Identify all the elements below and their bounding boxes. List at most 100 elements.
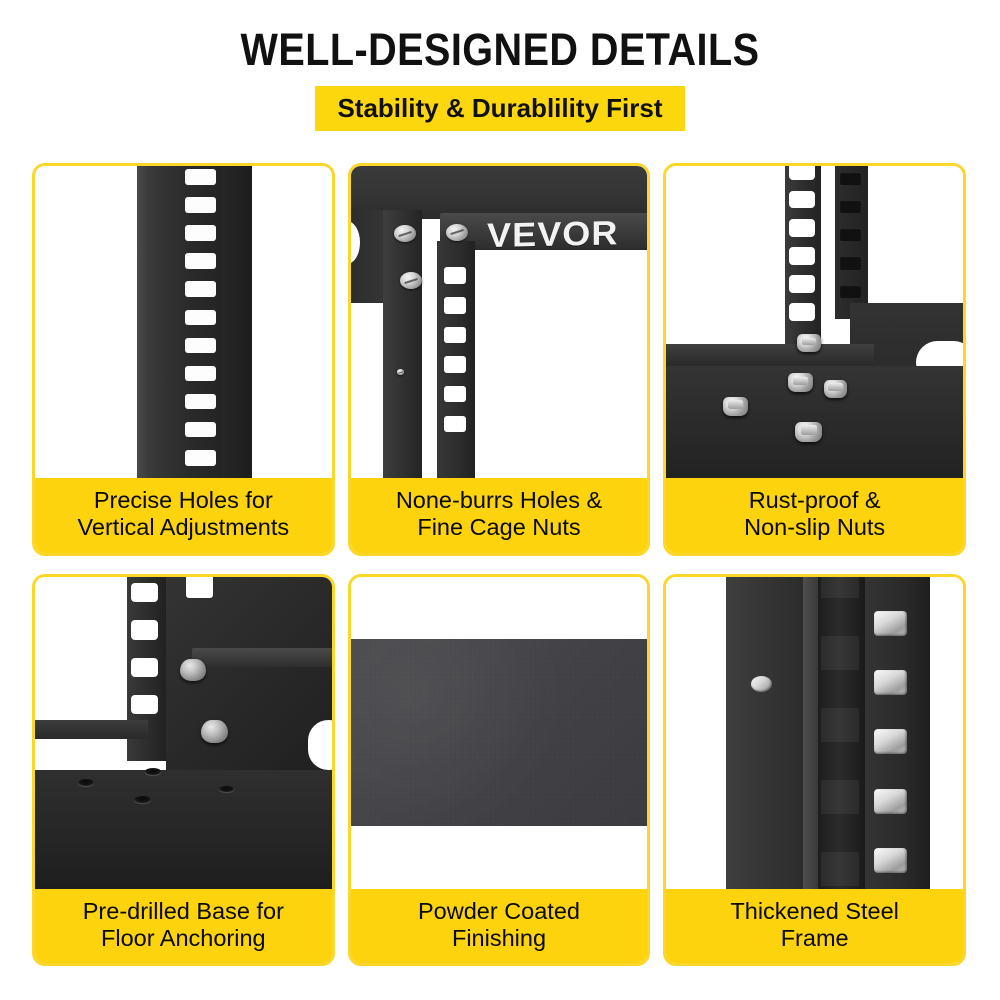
feature-card-precise-holes: Precise Holes for Vertical Adjustments: [32, 163, 335, 556]
left-rack-post: [383, 209, 422, 478]
wing-cutout: [350, 220, 360, 265]
square-hole-icon: [131, 695, 159, 715]
square-hole-icon: [184, 225, 216, 241]
caption-none-burrs-holes: None-burrs Holes & Fine Cage Nuts: [350, 478, 648, 553]
square-hole-icon: [184, 309, 216, 326]
powder-coat-swatch: [350, 638, 648, 827]
texture-grain: [350, 638, 648, 827]
caption-line: Vertical Adjustments: [77, 514, 290, 541]
subtitle-banner: Stability & Durablility First: [315, 86, 685, 132]
screw-icon: [445, 223, 468, 241]
chrome-nut-icon: [795, 421, 823, 442]
photo-pre-drilled-base: [35, 576, 332, 889]
photo-powder-coated: [350, 576, 648, 889]
square-hole-icon: [184, 281, 216, 298]
caption-line: Thickened Steel: [730, 897, 899, 924]
caption-rust-proof-nuts: Rust-proof & Non-slip Nuts: [666, 478, 963, 553]
chrome-nut-icon: [823, 379, 848, 398]
post-inner-channel: [817, 576, 866, 889]
square-hole-icon: [131, 657, 159, 677]
square-hole-icon: [184, 449, 216, 466]
caption-line: Precise Holes for: [93, 487, 273, 513]
square-hole-icon: [789, 219, 815, 237]
square-hole-icon: [444, 267, 467, 284]
square-hole-icon: [444, 415, 467, 433]
round-hole-icon: [750, 676, 772, 692]
caption-line: Finishing: [451, 924, 547, 951]
square-hole-icon: [789, 303, 815, 321]
rivet-icon: [396, 368, 405, 375]
square-hole-icon: [184, 253, 216, 269]
square-hole-icon: [184, 169, 216, 185]
dark-slot-icon: [839, 228, 861, 242]
anchor-hole-icon: [218, 785, 234, 792]
subtitle-container: Stability & Durablility First: [0, 86, 1000, 132]
panel-cutout: [307, 720, 332, 770]
dark-slot-icon: [839, 172, 861, 186]
square-slot-icon: [873, 729, 907, 755]
base-floor-lip: [35, 720, 148, 739]
anchor-hole-icon: [78, 779, 95, 787]
caption-line: None-burrs Holes &: [395, 487, 603, 513]
square-hole-icon: [444, 356, 467, 373]
square-slot-icon: [873, 847, 907, 873]
photo-precise-holes: [35, 166, 332, 478]
caption-line: Fine Cage Nuts: [417, 514, 581, 541]
square-hole-icon: [184, 197, 216, 213]
post-bend-edge: [802, 576, 818, 889]
screw-icon: [399, 272, 422, 289]
caption-line: Frame: [780, 924, 849, 951]
square-hole-icon: [184, 421, 216, 438]
square-hole-icon: [131, 582, 159, 603]
panel-slot-icon: [186, 576, 213, 599]
cross-bar: [192, 648, 332, 667]
square-hole-icon: [789, 247, 815, 265]
anchor-hole-icon: [144, 768, 162, 776]
caption-line: Powder Coated: [417, 897, 580, 924]
chrome-nut-icon: [787, 373, 814, 393]
photo-none-burrs-holes: VEVOR: [350, 166, 648, 478]
caption-line: Pre-drilled Base for: [82, 897, 284, 924]
caption-precise-holes: Precise Holes for Vertical Adjustments: [35, 478, 332, 553]
square-hole-icon: [789, 166, 815, 181]
chrome-nut-icon: [722, 396, 748, 416]
feature-card-grid: Precise Holes for Vertical Adjustments: [32, 163, 966, 966]
anchor-hole-icon: [134, 796, 151, 804]
feature-card-rust-proof-nuts: Rust-proof & Non-slip Nuts: [663, 163, 966, 556]
caption-pre-drilled-base: Pre-drilled Base for Floor Anchoring: [35, 888, 332, 963]
caption-powder-coated: Powder Coated Finishing: [350, 888, 648, 963]
square-hole-icon: [444, 297, 467, 314]
caption-line: Rust-proof &: [748, 487, 881, 513]
square-slot-icon: [873, 670, 907, 696]
photo-thickened-steel: [666, 576, 963, 889]
dark-slot-icon: [839, 256, 861, 270]
bolt-icon: [180, 659, 206, 681]
post-edge: [137, 166, 151, 478]
caption-line: Floor Anchoring: [101, 924, 266, 951]
square-slot-icon: [873, 788, 907, 814]
header: WELL-DESIGNED DETAILS Stability & Durabl…: [0, 0, 1000, 132]
caption-line: Non-slip Nuts: [744, 514, 886, 541]
square-hole-icon: [131, 620, 159, 640]
dark-slot-icon: [839, 200, 861, 214]
feature-card-thickened-steel: Thickened Steel Frame: [663, 573, 966, 966]
square-slot-icon: [873, 610, 907, 636]
post-front-face: [725, 576, 803, 889]
square-hole-icon: [789, 275, 815, 293]
feature-card-pre-drilled-base: Pre-drilled Base for Floor Anchoring: [32, 573, 335, 966]
bolt-icon: [201, 720, 228, 744]
feature-card-none-burrs-holes: VEVOR None-burrs Holes & Fine Cage Nuts: [347, 163, 651, 556]
square-hole-icon: [184, 365, 216, 382]
chrome-nut-icon: [796, 334, 821, 352]
rear-panel: [165, 576, 332, 805]
square-hole-icon: [444, 385, 467, 403]
base-plate-lip: [666, 343, 874, 366]
base-floor-plate: [35, 769, 332, 889]
inner-channel-highlight: [820, 576, 860, 889]
page-title: WELL-DESIGNED DETAILS: [240, 24, 760, 75]
square-hole-icon: [444, 326, 467, 344]
dark-slot-icon: [839, 284, 861, 298]
vevor-logo: VEVOR: [487, 214, 619, 256]
feature-card-powder-coated: Powder Coated Finishing: [347, 573, 651, 966]
